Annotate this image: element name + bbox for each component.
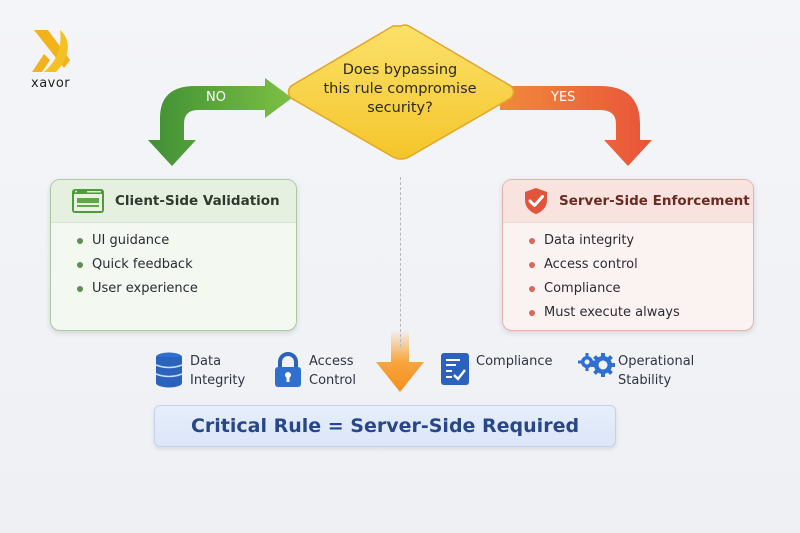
database-icon: [155, 352, 183, 388]
feature-label-line: Operational: [618, 354, 695, 369]
list-item: UI guidance: [77, 229, 296, 253]
brand-name: xavor: [31, 76, 71, 91]
browser-window-icon: [72, 189, 104, 213]
list-item-text: User experience: [92, 281, 198, 296]
card-title: Client-Side Validation: [115, 193, 280, 209]
list-item: Compliance: [529, 277, 753, 301]
conclusion-text: Critical Rule = Server-Side Required: [190, 415, 580, 437]
list-item-text: Quick feedback: [92, 257, 193, 272]
list-item-text: Access control: [544, 257, 638, 272]
decision-diamond: [287, 24, 515, 160]
checklist-icon: [441, 353, 469, 385]
shield-check-icon: [525, 188, 547, 214]
no-branch-arrow: [148, 78, 292, 166]
feature-data-integrity: Data Integrity: [154, 352, 245, 390]
feature-label-line: Data: [190, 354, 222, 369]
feature-label: Access Control: [309, 352, 356, 390]
feature-label: Data Integrity: [190, 352, 245, 390]
list-item: Must execute always: [529, 301, 753, 325]
lock-icon: [275, 352, 301, 387]
bullet-icon: [529, 238, 535, 244]
question-line: this rule compromise: [323, 81, 477, 97]
question-line: Does bypassing: [342, 62, 458, 78]
decision-question: Does bypassing this rule compromise secu…: [300, 61, 500, 118]
card-title: Server-Side Enforcement: [559, 193, 750, 209]
feature-label-line: Access: [309, 354, 354, 369]
no-label: NO: [206, 90, 226, 105]
yes-branch-arrow: [500, 86, 652, 166]
server-side-card: Server-Side Enforcement Data integrity A…: [502, 179, 754, 331]
list-item-text: UI guidance: [92, 233, 170, 248]
gears-icon: [578, 353, 615, 377]
yes-label: YES: [551, 90, 576, 105]
list-item-text: Must execute always: [544, 305, 680, 320]
conclusion-banner: Critical Rule = Server-Side Required: [154, 405, 616, 447]
list-item: User experience: [77, 277, 296, 301]
feature-compliance: Compliance: [440, 352, 553, 386]
list-item: Access control: [529, 253, 753, 277]
client-benefits-list: UI guidance Quick feedback User experien…: [51, 229, 296, 301]
center-divider: [400, 177, 401, 347]
question-line: security?: [367, 100, 433, 116]
list-item-text: Data integrity: [544, 233, 635, 248]
bullet-icon: [529, 310, 535, 316]
feature-label-line: Integrity: [190, 373, 246, 388]
bullet-icon: [77, 238, 83, 244]
feature-label: Operational Stability: [618, 352, 694, 390]
conclusion-arrow: [376, 330, 424, 392]
feature-label-line: Stability: [618, 373, 672, 388]
card-header: Server-Side Enforcement: [503, 180, 753, 223]
xavor-logo-icon: [32, 30, 70, 72]
bullet-icon: [529, 286, 535, 292]
bullet-icon: [77, 286, 83, 292]
list-item: Data integrity: [529, 229, 753, 253]
server-requirements-list: Data integrity Access control Compliance…: [503, 229, 753, 325]
list-item-text: Compliance: [544, 281, 621, 296]
feature-operational-stability: Operational Stability: [578, 352, 694, 390]
feature-access-control: Access Control: [273, 352, 356, 390]
client-side-card: Client-Side Validation UI guidance Quick…: [50, 179, 297, 331]
bullet-icon: [529, 262, 535, 268]
feature-label-line: Compliance: [476, 354, 553, 369]
feature-label: Compliance: [476, 352, 553, 371]
feature-label-line: Control: [309, 373, 356, 388]
bullet-icon: [77, 262, 83, 268]
list-item: Quick feedback: [77, 253, 296, 277]
card-header: Client-Side Validation: [51, 180, 296, 223]
